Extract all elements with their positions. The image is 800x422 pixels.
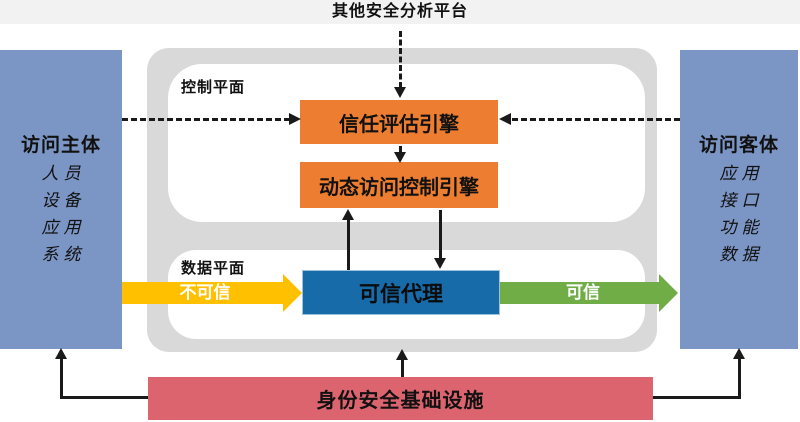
subject-item-personnel: 人员 — [41, 164, 86, 184]
infra-to-subject-line-vertical — [60, 356, 63, 397]
data-plane-label: 数据平面 — [181, 260, 246, 277]
trusted-proxy-box: 可信代理 — [302, 270, 500, 315]
subject-to-trust-engine-arrowhead-icon — [289, 113, 301, 125]
object-item-data: 数据 — [719, 245, 764, 265]
subject-item-system: 系统 — [41, 245, 86, 265]
trusted-flow-arrow — [500, 282, 659, 304]
object-to-trust-engine-arrowhead-icon — [499, 113, 511, 125]
access-object-box: 访问客体 应用 接口 功能 数据 — [680, 50, 798, 349]
proxy-to-access-engine-line — [347, 219, 350, 270]
subject-item-application: 应用 — [41, 218, 86, 238]
infra-to-object-line-vertical — [738, 356, 741, 397]
access-object-title: 访问客体 — [698, 135, 779, 156]
trust-to-access-engine-dashed-line — [399, 146, 402, 153]
access-engine-to-proxy-line — [439, 210, 442, 259]
access-subject-title: 访问主体 — [20, 135, 101, 156]
platform-to-trust-engine-dashed-line — [399, 31, 402, 88]
trust-to-access-engine-arrowhead-icon — [394, 152, 406, 163]
proxy-to-access-engine-arrowhead-icon — [342, 209, 354, 220]
platform-to-trust-engine-arrowhead-icon — [394, 87, 406, 98]
infra-to-proxy-arrowhead-icon — [396, 349, 408, 360]
other-security-platforms-strip: 其他安全分析平台 — [0, 0, 800, 24]
trust-evaluation-engine-box: 信任评估引擎 — [300, 100, 498, 144]
other-security-platforms-label: 其他安全分析平台 — [331, 3, 468, 20]
infra-to-subject-line-horizontal — [60, 396, 148, 399]
access-engine-to-proxy-arrowhead-icon — [434, 258, 446, 269]
object-item-application: 应用 — [719, 164, 764, 184]
dynamic-access-control-engine-label: 动态访问控制引擎 — [319, 176, 479, 199]
trust-evaluation-engine-label: 信任评估引擎 — [339, 113, 459, 136]
object-item-function: 功能 — [719, 218, 764, 238]
untrusted-flow-label: 不可信 — [179, 283, 231, 302]
subject-item-device: 设备 — [41, 191, 86, 211]
infra-to-proxy-line — [401, 357, 404, 377]
object-to-trust-engine-dashed-line — [512, 118, 680, 121]
dynamic-access-control-engine-box: 动态访问控制引擎 — [300, 162, 498, 208]
infra-to-object-line-horizontal — [653, 396, 741, 399]
identity-security-infrastructure-box: 身份安全基础设施 — [148, 377, 653, 420]
identity-security-infrastructure-label: 身份安全基础设施 — [316, 390, 485, 412]
control-plane-label: 控制平面 — [181, 79, 246, 96]
object-item-interface: 接口 — [719, 191, 764, 211]
untrusted-flow-arrowhead-icon — [283, 274, 302, 312]
subject-to-trust-engine-dashed-line — [122, 118, 290, 121]
access-subject-box: 访问主体 人员 设备 应用 系统 — [0, 50, 122, 349]
trusted-flow-arrowhead-icon — [659, 274, 678, 312]
trusted-proxy-label: 可信代理 — [359, 282, 443, 306]
trusted-flow-label: 可信 — [566, 283, 600, 302]
untrusted-flow-arrow — [122, 282, 283, 304]
infra-to-object-arrowhead-icon — [733, 348, 745, 359]
infra-to-subject-arrowhead-icon — [55, 348, 67, 359]
